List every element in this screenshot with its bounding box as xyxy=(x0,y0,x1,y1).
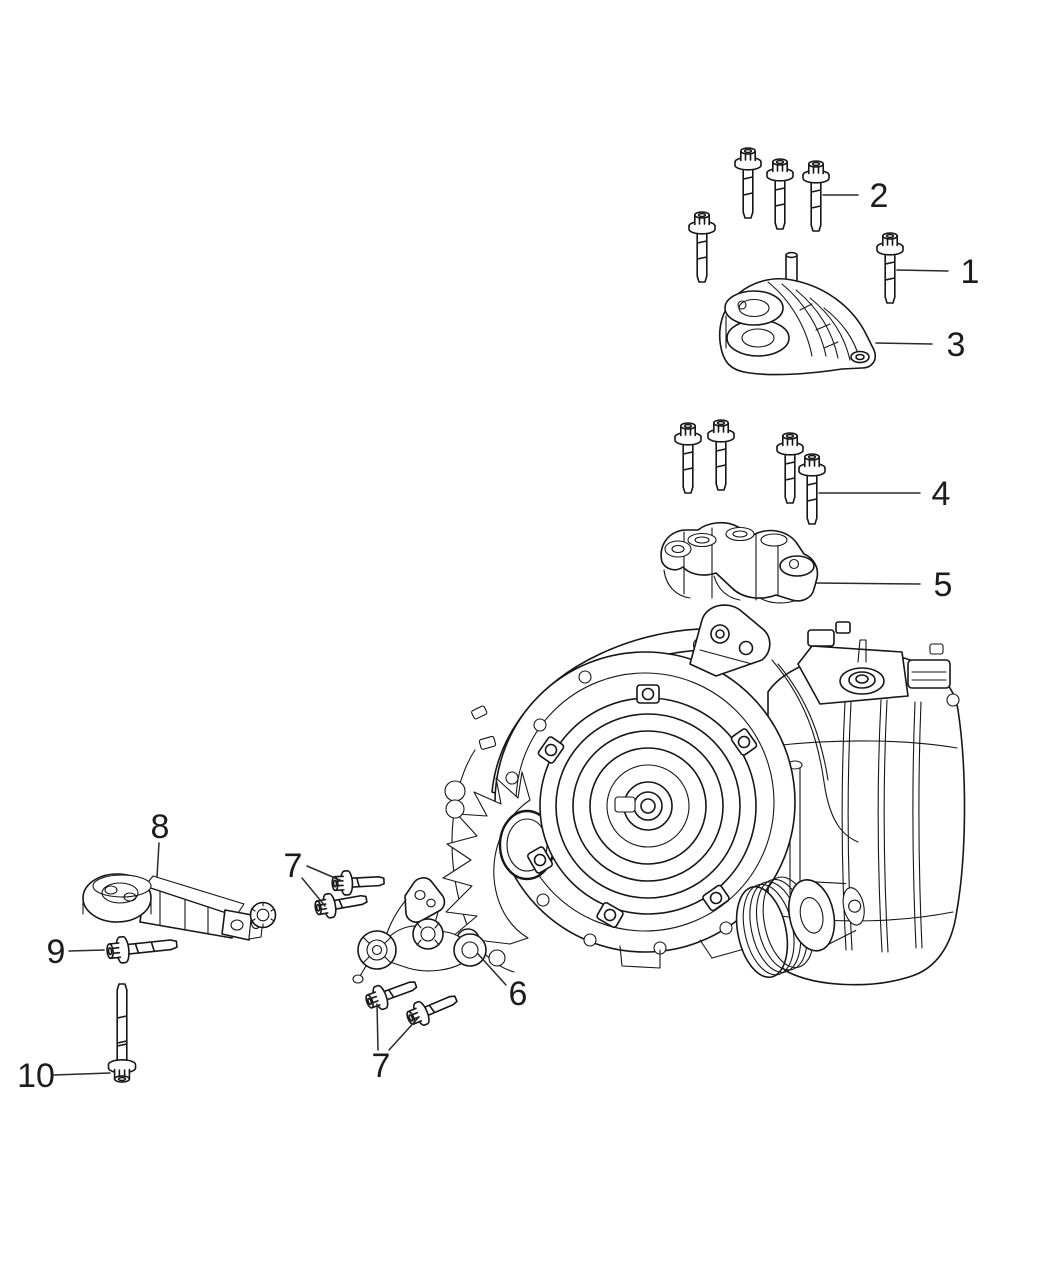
callout-label-9[interactable]: 9 xyxy=(47,933,66,971)
torque-converter xyxy=(539,697,757,915)
leader-line-7-upper xyxy=(301,865,343,907)
harness-cable-2 xyxy=(777,663,829,781)
transaxle-assembly-illustration xyxy=(442,604,966,986)
leader-line-8 xyxy=(156,842,160,878)
bolt-2b xyxy=(766,158,794,230)
callout-label-5[interactable]: 5 xyxy=(934,566,953,604)
bolt-2d xyxy=(688,211,716,283)
control-module-cluster xyxy=(797,621,960,707)
part-1-bolt xyxy=(876,232,904,304)
callout-label-7-upper[interactable]: 7 xyxy=(284,847,303,885)
part-8-nut xyxy=(249,901,277,929)
part-10-bolt xyxy=(107,983,137,1083)
callout-label-10[interactable]: 10 xyxy=(17,1057,55,1095)
part-8-torque-strut xyxy=(82,873,265,941)
bolt-4a xyxy=(674,422,702,494)
bolt-7a xyxy=(330,868,386,897)
leader-line-1 xyxy=(896,269,949,272)
part-6-torque-strut-bracket xyxy=(352,877,487,984)
pulley-drum xyxy=(735,876,865,979)
part-2-bolts xyxy=(688,147,830,283)
callout-label-3[interactable]: 3 xyxy=(947,326,966,364)
part-4-bolts xyxy=(674,419,826,525)
bolt-7b xyxy=(312,886,370,921)
part-7-bolts-upper xyxy=(312,868,386,921)
callout-label-6[interactable]: 6 xyxy=(509,975,528,1013)
part-3-transmission-mount xyxy=(718,251,877,376)
leader-line-3 xyxy=(875,342,933,345)
converter-bolt-tabs xyxy=(527,684,758,928)
leader-line-5 xyxy=(815,582,921,585)
bolt-7c xyxy=(362,972,421,1015)
part-9-bolt xyxy=(104,930,179,966)
bolt-2c xyxy=(802,160,830,232)
leader-line-6 xyxy=(477,953,507,986)
bolt-2a xyxy=(734,147,762,219)
bolt-4b xyxy=(707,419,735,491)
harness-cable xyxy=(771,659,859,843)
leader-lines xyxy=(53,194,949,1076)
leader-line-10 xyxy=(53,1072,111,1076)
upper-mount-boss xyxy=(689,604,771,677)
leader-line-7-lower xyxy=(376,1003,419,1051)
part-5-support-bracket xyxy=(660,521,819,604)
callout-label-4[interactable]: 4 xyxy=(932,475,951,513)
callout-label-2[interactable]: 2 xyxy=(870,177,889,215)
callout-label-1[interactable]: 1 xyxy=(961,253,980,291)
callout-label-7-lower[interactable]: 7 xyxy=(372,1047,391,1085)
callout-label-8[interactable]: 8 xyxy=(151,808,170,846)
bolt-4d xyxy=(798,453,826,525)
leader-line-9 xyxy=(68,949,105,952)
